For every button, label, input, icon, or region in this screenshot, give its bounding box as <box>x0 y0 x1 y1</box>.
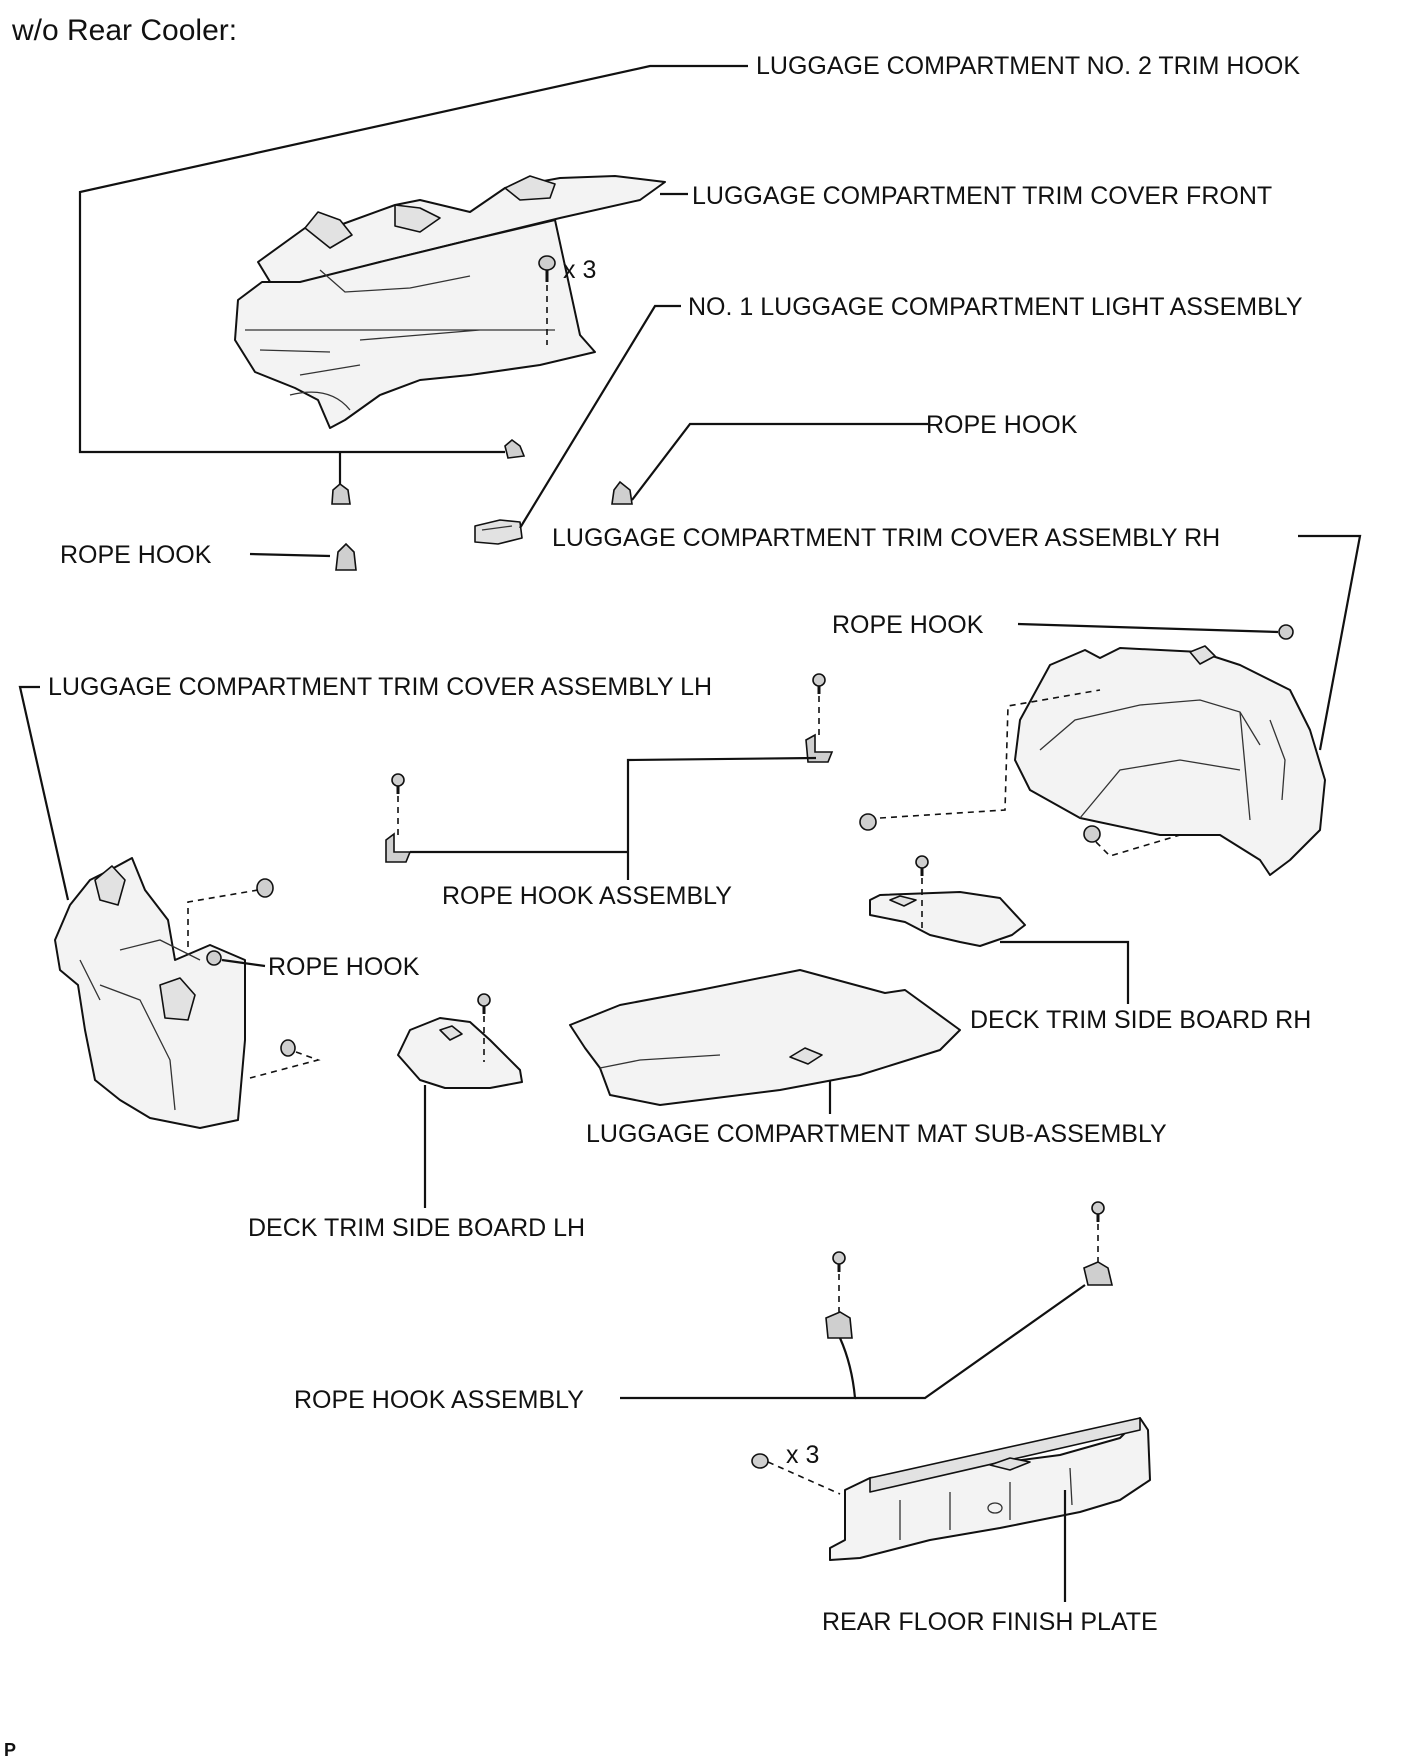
label-deck-board-lh: DECK TRIM SIDE BOARD LH <box>248 1214 585 1242</box>
label-light-assembly: NO. 1 LUGGAGE COMPARTMENT LIGHT ASSEMBLY <box>688 293 1303 321</box>
deck-board-lh-part <box>397 1017 523 1089</box>
label-trim-cover-front: LUGGAGE COMPARTMENT TRIM COVER FRONT <box>692 182 1272 210</box>
front-clip-qty: x 3 <box>563 256 596 284</box>
label-deck-board-rh: DECK TRIM SIDE BOARD RH <box>970 1006 1311 1034</box>
diagram-header: w/o Rear Cooler: <box>11 14 237 47</box>
label-rope-hook-rh: ROPE HOOK <box>832 611 984 639</box>
front-clip-icon <box>538 255 556 282</box>
deck-board-rh-bolt-icon <box>915 855 929 876</box>
footer-code: P <box>4 1740 16 1760</box>
rope-hook-rh-icon <box>1278 624 1294 640</box>
label-rope-hook-assembly-lower: ROPE HOOK ASSEMBLY <box>294 1386 584 1414</box>
rope-hook-lower-bracket-icon <box>825 1261 1114 1339</box>
label-rope-hook-assembly-upper: ROPE HOOK ASSEMBLY <box>442 882 732 910</box>
rope-hook-left-icon <box>335 542 357 571</box>
label-trim-cover-lh: LUGGAGE COMPARTMENT TRIM COVER ASSEMBLY … <box>48 673 712 701</box>
label-rope-hook-top: ROPE HOOK <box>926 411 1078 439</box>
luggage-mat-part <box>569 969 961 1106</box>
label-trim-cover-rh: LUGGAGE COMPARTMENT TRIM COVER ASSEMBLY … <box>552 524 1220 552</box>
plate-clip-icon <box>751 1453 769 1469</box>
trim-cover-lh-part <box>54 857 246 1129</box>
plate-clip-qty: x 3 <box>786 1441 819 1469</box>
luggage-light-part <box>474 519 523 545</box>
label-rope-hook-left: ROPE HOOK <box>60 541 212 569</box>
rope-hook-bolt-icon <box>391 673 826 794</box>
rope-hook-top-icon <box>611 480 633 505</box>
rh-clip-icon <box>859 813 1101 843</box>
label-rear-floor-plate: REAR FLOOR FINISH PLATE <box>822 1608 1158 1636</box>
trim-hook-icon <box>331 438 526 505</box>
lh-clip-icon <box>206 878 296 1057</box>
rope-hook-bracket-icon <box>385 733 834 863</box>
trim-cover-rh-part <box>1014 645 1326 876</box>
rope-hook-lower-bolt-icon <box>832 1201 1105 1272</box>
deck-board-lh-bolt-icon <box>477 993 491 1014</box>
trim-cover-front-part <box>234 175 666 429</box>
deck-board-rh-part <box>869 891 1026 947</box>
label-no2-trim-hook: LUGGAGE COMPARTMENT NO. 2 TRIM HOOK <box>756 52 1300 80</box>
label-mat: LUGGAGE COMPARTMENT MAT SUB-ASSEMBLY <box>586 1120 1167 1148</box>
rear-floor-plate-part <box>829 1417 1151 1561</box>
label-rope-hook-lh: ROPE HOOK <box>268 953 420 981</box>
